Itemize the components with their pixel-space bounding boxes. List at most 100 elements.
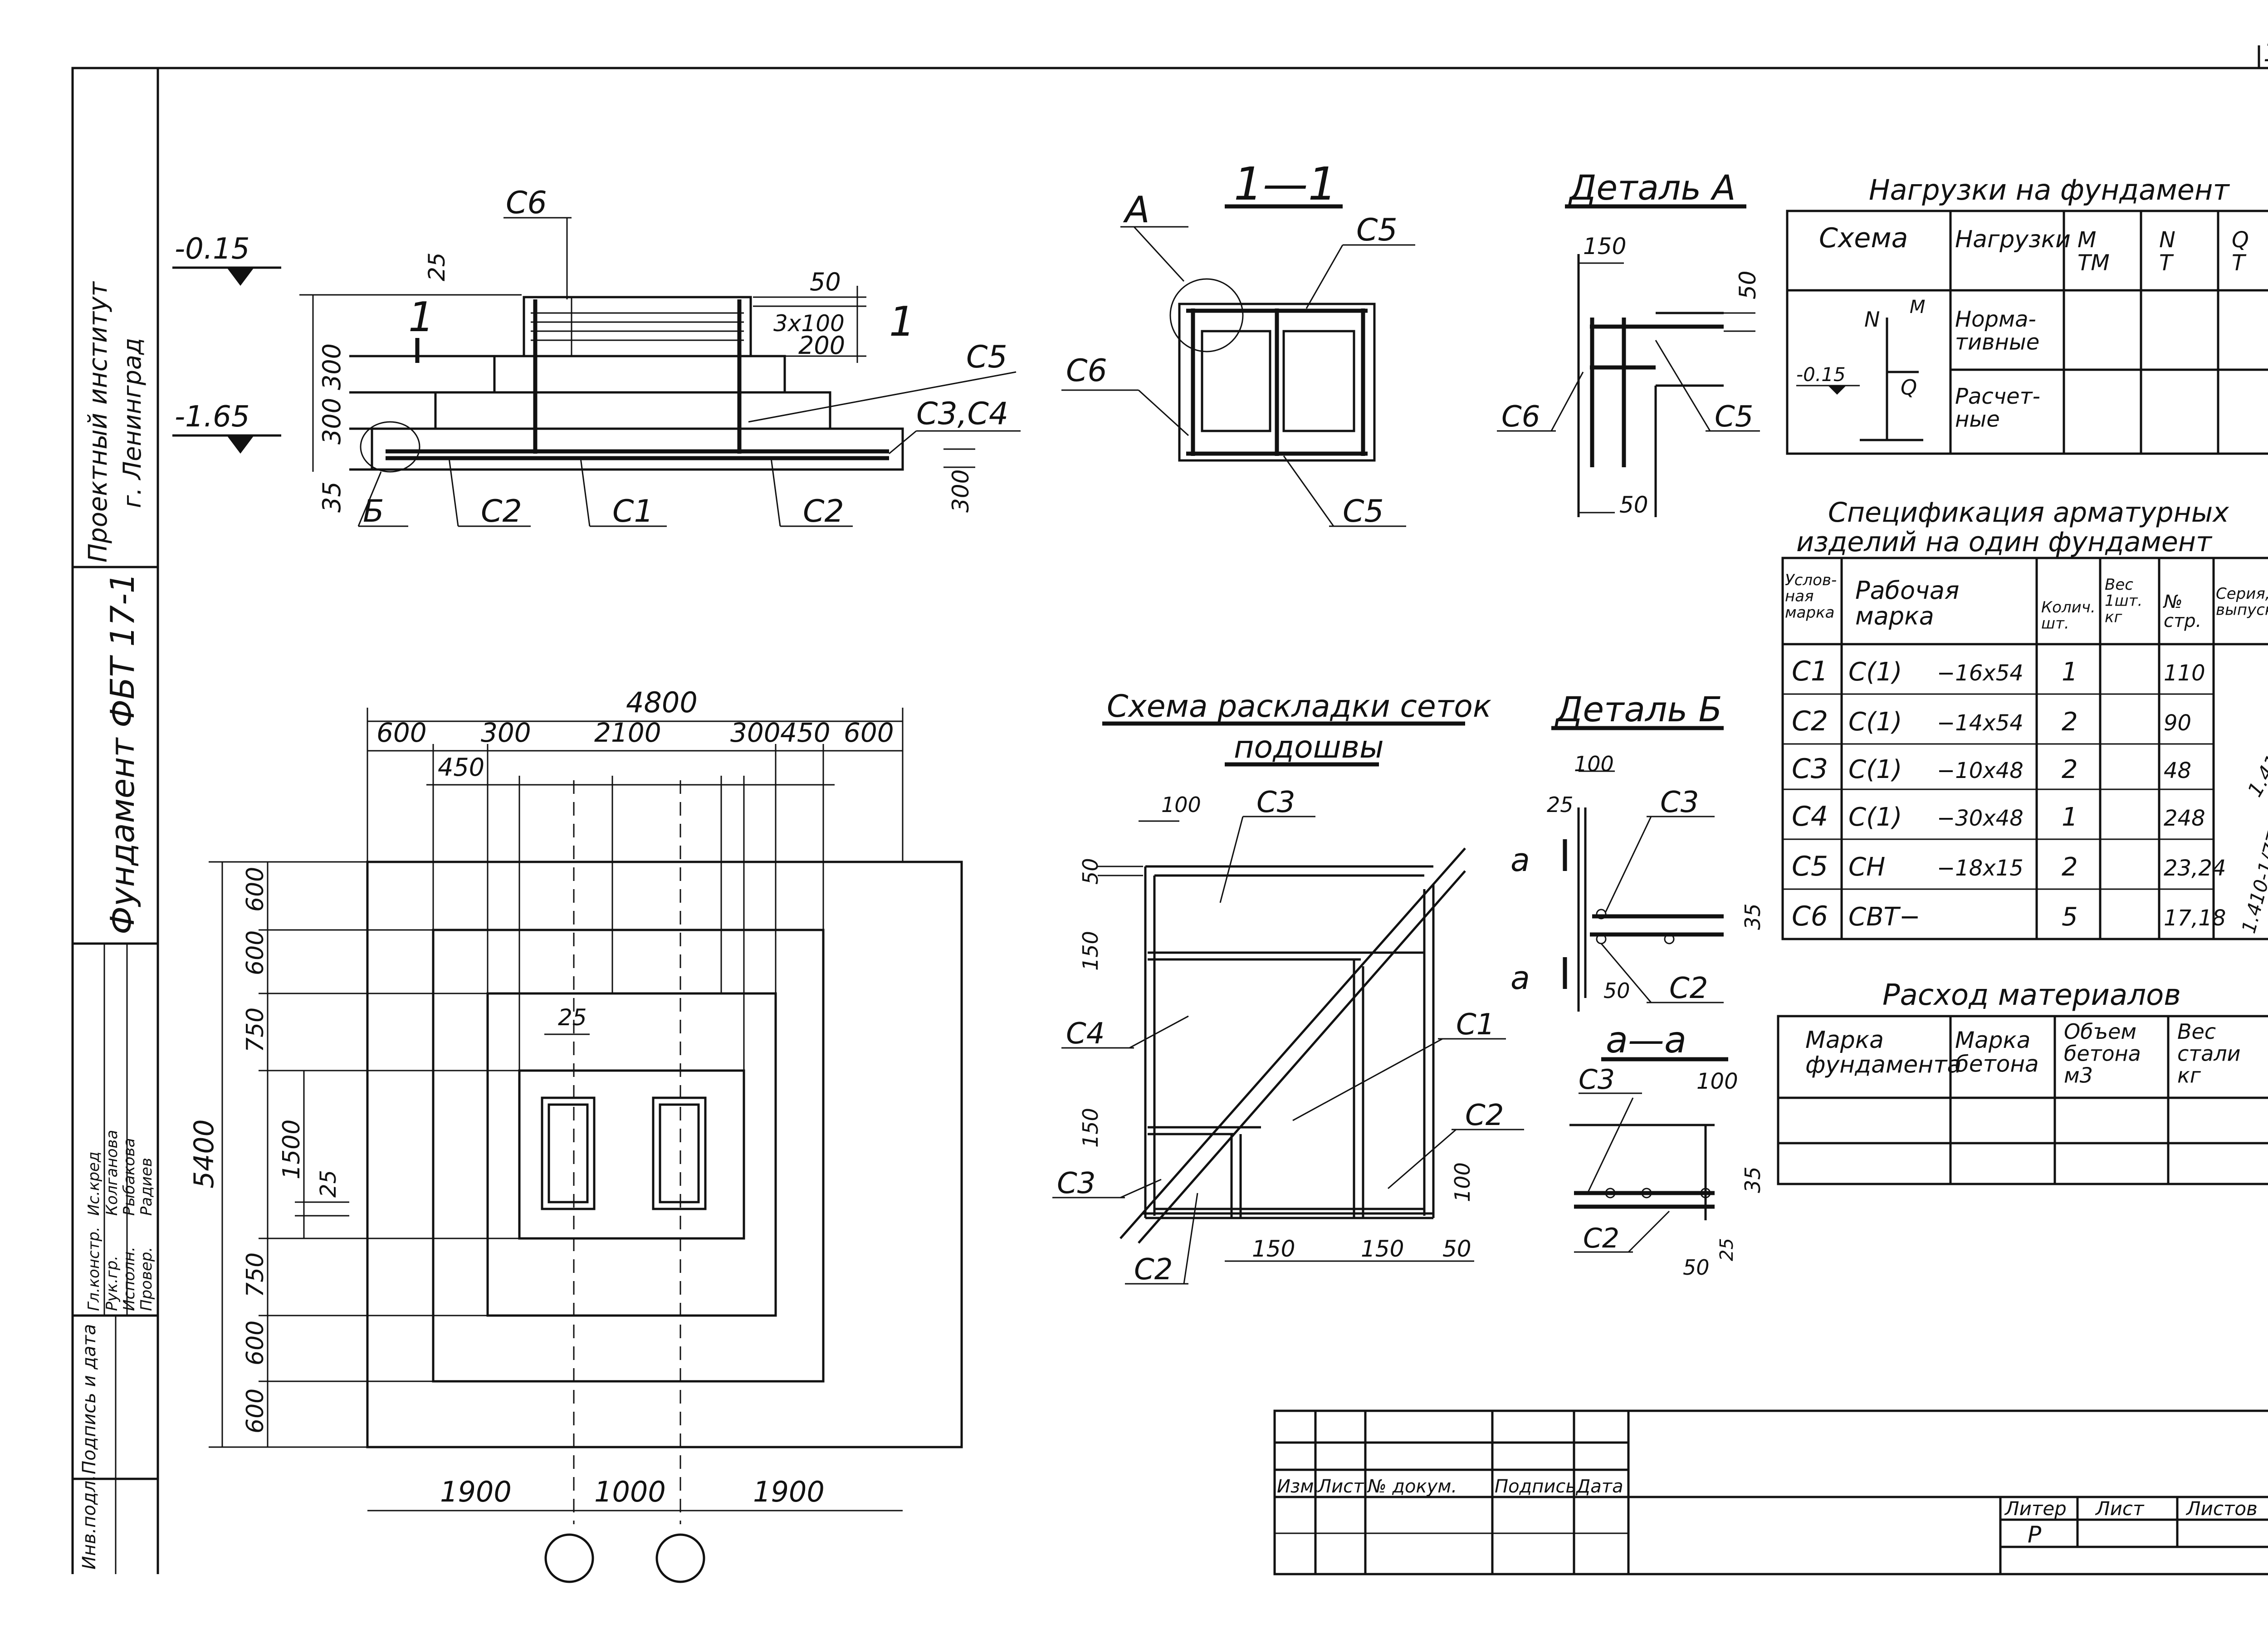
- plan-dim-2100: 2100: [594, 717, 661, 748]
- spec-row-6-page: 17,18: [2164, 905, 2226, 931]
- axis-marker-2: [655, 1533, 705, 1583]
- plan-dim-750-t: 750: [242, 1008, 269, 1052]
- plan-dim-5400: 5400: [188, 1119, 220, 1189]
- spec-row-3-work: C(1): [1848, 755, 1902, 784]
- loads-row-design: Расчет-ные: [1955, 384, 2040, 432]
- level-bottom: -1.65: [175, 400, 250, 434]
- spec-row-4-page: 248: [2164, 806, 2205, 831]
- loads-schema-m: M: [1910, 297, 1926, 318]
- detail-b: Деталь Б 100 25 35 50 C3 C2 a a: [1510, 689, 1765, 1012]
- loads-row-normative: Норма-тивные: [1955, 307, 2039, 355]
- spec-h-series: Серия,выпуск: [2216, 585, 2268, 619]
- dim-35: 300: [948, 470, 974, 513]
- spec-row-5-mark: C5: [1792, 851, 1828, 882]
- spec-title-1: Спецификация арматурных: [1828, 497, 2229, 528]
- section-title: 1—1: [1234, 157, 1337, 210]
- level-top: -0.15: [175, 232, 250, 266]
- spec-row-4-qty: 1: [2062, 802, 2078, 832]
- dim-3x100: 3x100: [773, 310, 845, 337]
- stamp-liter-label: Литер: [2004, 1497, 2067, 1520]
- spec-row-2-work: C(1): [1848, 707, 1902, 737]
- spec-row-3-size: −10x48: [1937, 758, 2024, 783]
- mark-c2-right: C2: [803, 494, 844, 529]
- materials-title: Расход материалов: [1882, 978, 2181, 1012]
- staff-name-1: Ис.кред: [85, 1152, 103, 1216]
- section-mark-left: 1: [408, 294, 434, 341]
- spec-table: Спецификация арматурных изделий на один …: [1781, 497, 2268, 940]
- dim-25: 25: [424, 252, 450, 281]
- section-aa-mark-c2: C2: [1583, 1223, 1619, 1254]
- section-1-1: 1—1 A C5 C6 C5: [1061, 157, 1415, 529]
- mark-c3-c4: C3,C4: [916, 396, 1008, 432]
- mark-c1: C1: [612, 494, 654, 529]
- stamp-col-date: Дата: [1575, 1476, 1623, 1497]
- section-aa-title: a—a: [1606, 1019, 1686, 1061]
- institute-city: г. Ленинград: [118, 338, 147, 508]
- spec-row-3-mark: C3: [1792, 753, 1828, 785]
- plan-dim-450-r: 450: [780, 717, 831, 748]
- spec-row-1-page: 110: [2164, 660, 2205, 686]
- foundation-elevation: -0.15 -1.65 35 300 300 25 50: [172, 185, 1021, 529]
- detail-a-dim-50-bottom: 50: [1619, 492, 1648, 518]
- mesh-mark-c2-right: C2: [1465, 1099, 1504, 1132]
- foundation-plan: 4800 600 300 2100 300 450 600 450 5400 6…: [188, 686, 963, 1583]
- section-aa-dim-35: 35: [1740, 1166, 1765, 1193]
- detail-b-ref: Б: [363, 494, 384, 529]
- spec-row-4-size: −30x48: [1937, 806, 2024, 831]
- loads-h-schema: Схема: [1819, 222, 1908, 254]
- spec-row-3-qty: 2: [2062, 755, 2078, 784]
- section-mark-right: 1: [889, 298, 915, 346]
- loads-schema-n: N: [1864, 307, 1880, 332]
- mesh-dim-50-bottom: 50: [1442, 1236, 1471, 1262]
- detail-a-mark-c5: C5: [1715, 400, 1753, 434]
- mark-c6: C6: [506, 185, 547, 221]
- section-a-a: a—a C3 100 35 25 50 C2: [1569, 1019, 1765, 1280]
- spec-series-2: 1.410-1/77.83: [2237, 800, 2268, 935]
- mesh-layout-scheme: Схема раскладки сеток подошвы C3 C4: [1052, 689, 1524, 1287]
- spec-row-2-qty: 2: [2062, 707, 2078, 737]
- detail-b-dim-35: 35: [1740, 903, 1765, 930]
- mesh-mark-c1: C1: [1456, 1008, 1495, 1042]
- loads-title: Нагрузки на фундамент: [1869, 173, 2230, 206]
- spec-series-1: 1.410-2 вып.1: [2243, 665, 2268, 801]
- staff-name-2: Колганова: [103, 1130, 121, 1216]
- drawing-title: Фундамент ФБТ 17-1: [103, 572, 142, 934]
- detail-b-dim-50: 50: [1603, 978, 1630, 1003]
- spec-row-2-page: 90: [2164, 710, 2191, 736]
- section-aa-mark-c3: C3: [1579, 1064, 1615, 1096]
- mesh-dim-50-left: 50: [1078, 858, 1103, 885]
- plan-dim-25-inner: 25: [558, 1004, 587, 1031]
- spec-row-1-work: C(1): [1848, 657, 1902, 687]
- mesh-mark-c2-bottom: C2: [1134, 1253, 1173, 1287]
- staff-role-1: Гл.констр.: [85, 1227, 103, 1311]
- institute-name: Проектный институт: [83, 281, 113, 563]
- section-mark-c6: C6: [1066, 353, 1107, 389]
- stamp-liter-value: Р: [2028, 1521, 2042, 1548]
- staff-name-4: Радиев: [137, 1158, 156, 1216]
- detail-a-dim-50-top: 50: [1735, 270, 1761, 299]
- spec-row-1-size: −16x54: [1937, 660, 2024, 686]
- stamp-col-list: Лист: [1317, 1476, 1364, 1497]
- detail-b-cut-bottom: a: [1510, 959, 1530, 997]
- plan-dim-1000: 1000: [594, 1475, 666, 1508]
- spec-row-6-work: CBT−: [1848, 902, 1921, 932]
- section-mark-c5-bottom: C5: [1343, 494, 1384, 529]
- staff-role-4: Провер.: [137, 1247, 156, 1311]
- plan-dim-600-b2: 600: [242, 1389, 269, 1433]
- plan-dim-1500: 1500: [278, 1120, 305, 1179]
- loads-schema-q: Q: [1901, 375, 1917, 400]
- spec-title-2: изделий на один фундамент: [1796, 526, 2213, 558]
- detail-b-dim-100: 100: [1574, 752, 1614, 776]
- dim-200: 200: [798, 331, 845, 360]
